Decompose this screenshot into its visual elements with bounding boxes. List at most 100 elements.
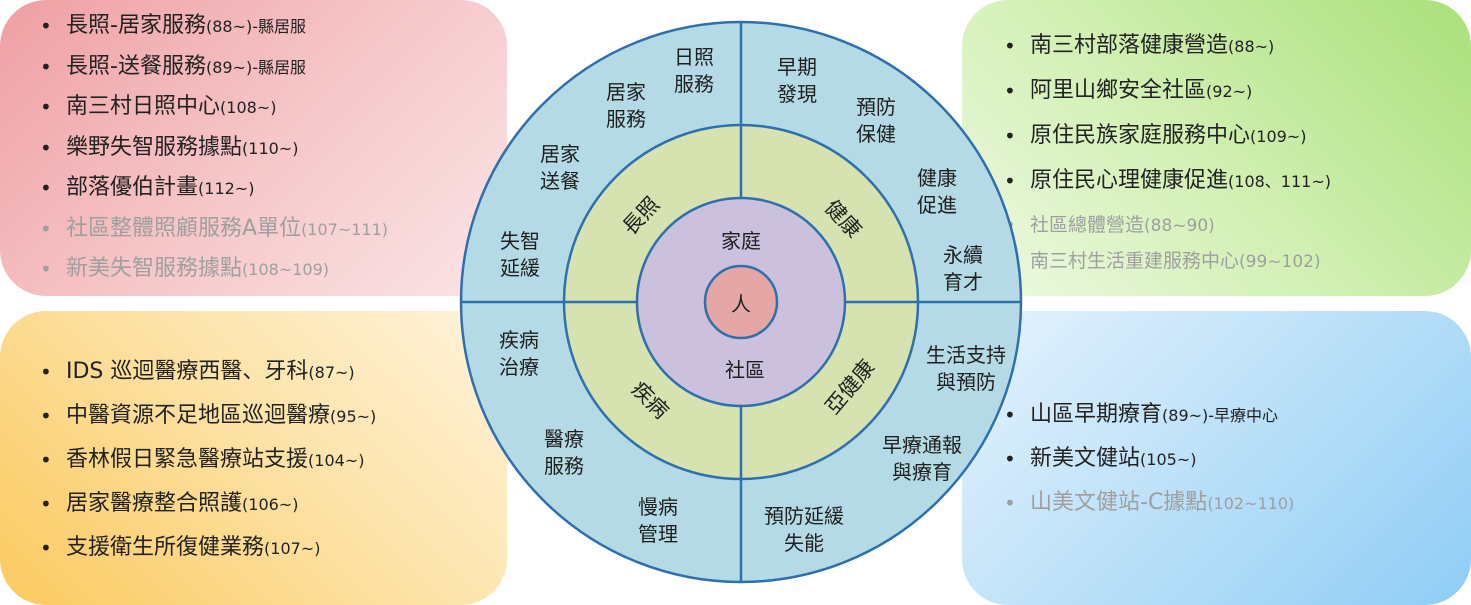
outer-label-line2: 與預防	[936, 370, 996, 394]
list-item: 阿里山鄉安全社區(92~)	[1004, 72, 1331, 117]
list-item: 香林假日緊急醫療站支援(104~)	[40, 440, 376, 484]
outer-segment-label: 生活支持與預防	[926, 343, 1006, 394]
item-main-text: 阿里山鄉安全社區	[1030, 78, 1207, 103]
item-note-text: (89~)-早療中心	[1162, 406, 1279, 425]
outer-segment-label: 醫療服務	[544, 427, 584, 478]
list-item: 中醫資源不足地區巡迴醫療(95~)	[40, 396, 377, 440]
sub-health-list: 山區早期療育(89~)-早療中心新美文健站(105~) 山美文健站-C據點(102…	[1004, 395, 1295, 527]
core-label: 人	[731, 292, 751, 316]
list-item: 新美文健站(105~)	[1004, 439, 1294, 483]
list-item: 原住民族家庭服務中心(109~)	[1004, 117, 1331, 162]
outer-label-line2: 與療育	[892, 460, 952, 484]
outer-label-line2: 治療	[499, 355, 539, 379]
item-note-text: (107~)	[264, 539, 321, 558]
outer-label-line2: 保健	[856, 122, 896, 146]
outer-label-line1: 日照	[674, 45, 714, 69]
outer-label-line2: 服務	[674, 72, 714, 96]
outer-label-line1: 健康	[917, 166, 957, 190]
item-note-text: (110~)	[242, 138, 299, 158]
item-main-text: 新美失智服務據點	[66, 256, 243, 281]
item-main-text: 樂野失智服務據點	[66, 134, 243, 160]
outer-label-line1: 疾病	[499, 328, 539, 352]
outer-label-line2: 服務	[606, 107, 646, 131]
outer-segment-label: 日照服務	[674, 45, 714, 96]
outer-label-line1: 生活支持	[926, 343, 1006, 367]
outer-segment-label: 預防保健	[856, 95, 896, 146]
outer-label-line2: 送餐	[540, 169, 580, 193]
item-note-text: (89~)-縣居服	[205, 57, 306, 77]
item-main-text: 社區總體營造	[1030, 214, 1145, 236]
outer-label-line1: 永續	[943, 243, 983, 267]
inner-circle-border	[635, 196, 847, 408]
outer-label-line2: 服務	[544, 454, 584, 478]
outer-segment-label: 早期發現	[777, 55, 817, 106]
item-main-text: 原住民心理健康促進	[1030, 168, 1229, 193]
item-main-text: 原住民族家庭服務中心	[1030, 123, 1251, 148]
item-main-text: 山區早期療育	[1030, 402, 1163, 427]
outer-segment-label: 居家送餐	[540, 142, 580, 193]
outer-ring-labels: 日照服務居家服務居家送餐失智延緩早期發現預防保健健康促進永續育才疾病治療醫療服務…	[499, 45, 1006, 555]
item-note-text: (99~102)	[1239, 252, 1321, 272]
outer-label-line1: 預防	[856, 95, 896, 119]
item-note-text: (109~)	[1250, 127, 1307, 146]
item-note-text: (108、111~)	[1228, 172, 1331, 191]
outer-label-line1: 居家	[606, 80, 646, 104]
item-main-text: 長照-居家服務	[66, 13, 206, 38]
outer-label-line2: 延緩	[500, 256, 540, 280]
outer-segment-label: 居家服務	[606, 80, 646, 131]
item-main-text: 社區整體照顧服務A單位	[66, 215, 302, 241]
outer-label-line2: 促進	[917, 193, 957, 217]
list-item: 原住民心理健康促進(108、111~)	[1004, 162, 1331, 207]
long-term-care-list: 長照-居家服務(88~)-縣居服長照-送餐服務(89~)-縣居服南三村日照中心(…	[40, 8, 389, 292]
item-note-text: (88~)	[1228, 37, 1275, 56]
item-main-text: 南三村日照中心	[66, 94, 221, 119]
item-main-text: 部落優伯計畫	[66, 175, 199, 200]
core-circle-border	[703, 264, 779, 340]
item-note-text: (106~)	[242, 495, 299, 514]
outer-label-line1: 失智	[500, 229, 540, 253]
item-note-text: (88~)-縣居服	[205, 17, 306, 36]
item-main-text: IDS 巡迴醫療西醫、牙科	[66, 359, 309, 384]
outer-label-line1: 預防延緩	[764, 504, 844, 528]
item-main-text: 山美文健站-C據點	[1030, 490, 1208, 515]
item-main-text: 新美文健站	[1030, 446, 1141, 471]
list-item: 新美失智服務據點(108~109)	[40, 251, 388, 292]
list-item: 部落優伯計畫(112~)	[40, 170, 388, 211]
outer-label-line2: 管理	[638, 522, 678, 546]
outer-segment-label: 失智延緩	[500, 229, 540, 280]
list-item: 南三村部落健康營造(88~)	[1004, 27, 1331, 72]
inner-label-community: 社區	[725, 358, 765, 382]
item-main-text: 南三村部落健康營造	[1030, 33, 1229, 58]
inner-label-family: 家庭	[721, 229, 761, 253]
health-list: 南三村部落健康營造(88~)阿里山鄉安全社區(92~)原住民族家庭服務中心(10…	[1004, 27, 1331, 279]
outer-segment-label: 預防延緩失能	[764, 504, 844, 555]
list-item: 居家醫療整合照護(106~)	[40, 484, 376, 528]
disease-list: IDS 巡迴醫療西醫、牙科(87~)中醫資源不足地區巡迴醫療(95~)香林假日緊…	[40, 352, 377, 572]
outer-label-line1: 慢病	[638, 495, 678, 519]
item-main-text: 居家醫療整合照護	[66, 491, 243, 516]
outer-label-line2: 育才	[943, 270, 983, 294]
outer-label-line1: 醫療	[544, 427, 584, 451]
item-note-text: (87~)	[308, 363, 355, 382]
outer-segment-label: 疾病治療	[499, 328, 539, 379]
outer-label-line1: 早療通報	[882, 433, 962, 457]
item-note-text: (105~)	[1140, 450, 1197, 469]
item-note-text: (95~)	[330, 407, 377, 426]
list-item: 支援衛生所復健業務(107~)	[40, 528, 376, 572]
item-note-text: (107~111)	[301, 219, 389, 239]
item-note-text: (112~)	[198, 179, 255, 198]
list-item: 長照-送餐服務(89~)-縣居服	[40, 49, 388, 90]
outer-segment-label: 慢病管理	[638, 495, 678, 546]
item-note-text: (102~110)	[1207, 494, 1295, 513]
core-circle	[705, 266, 777, 338]
item-main-text: 南三村生活重建服務中心	[1030, 250, 1240, 272]
item-note-text: (88~90)	[1144, 216, 1215, 236]
outer-segment-label: 健康促進	[917, 166, 957, 217]
outer-label-line1: 早期	[777, 55, 817, 79]
list-item: 長照-居家服務(88~)-縣居服	[40, 8, 388, 49]
outer-label-line2: 發現	[777, 82, 817, 106]
item-note-text: (104~)	[308, 451, 365, 470]
list-item: IDS 巡迴醫療西醫、牙科(87~)	[40, 352, 376, 396]
list-item: 南三村日照中心(108~)	[40, 89, 388, 130]
list-item: 樂野失智服務據點(110~)	[40, 130, 388, 171]
